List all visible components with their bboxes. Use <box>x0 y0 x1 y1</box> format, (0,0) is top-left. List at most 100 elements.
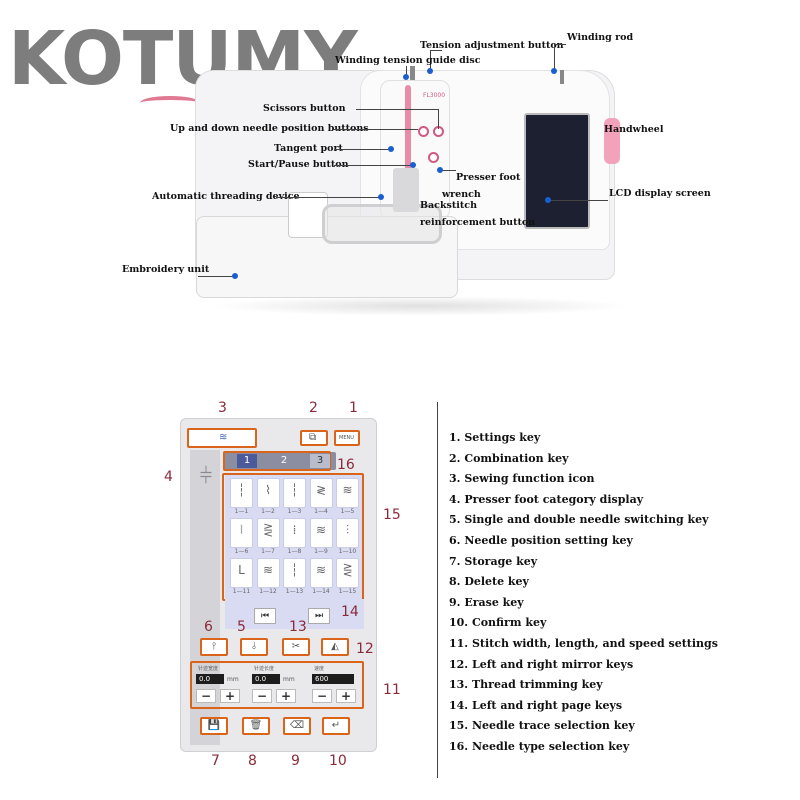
callout-4: 4 <box>164 469 173 485</box>
sewing-function-icon[interactable]: ≋ <box>187 428 257 448</box>
legend-item: 4. Presser foot category display <box>449 492 644 506</box>
label-wrench: wrench <box>442 189 481 200</box>
stitch-cell[interactable]: ≋1—12 <box>256 558 280 595</box>
decrease-button[interactable]: − <box>196 689 216 703</box>
setting-value: 600 <box>312 674 354 684</box>
callout-16: 16 <box>337 457 355 473</box>
page-next-button[interactable]: ⏭ <box>308 608 330 624</box>
stitch-code: 1—15 <box>338 588 357 595</box>
stitch-cell[interactable]: ≋1—14 <box>309 558 333 595</box>
label-needle-position: Up and down needle position buttons <box>170 123 369 134</box>
legend-item: 7. Storage key <box>449 554 538 568</box>
leader-line <box>554 44 566 45</box>
stitch-code: 1—9 <box>314 548 328 555</box>
increase-button[interactable]: + <box>336 689 356 703</box>
stitch-code: 1—3 <box>287 508 302 515</box>
callout-9: 9 <box>291 753 300 769</box>
leader-line <box>438 109 439 129</box>
stitch-cell[interactable]: ┆1—3 <box>283 478 306 515</box>
storage-key[interactable]: 💾 <box>200 717 228 735</box>
mirror-key[interactable]: ◭ <box>321 638 349 656</box>
stitch-cell[interactable]: ≋1—9 <box>309 518 333 555</box>
increase-button[interactable]: + <box>220 689 240 703</box>
legend-item: 12. Left and right mirror keys <box>449 657 634 671</box>
mirror-icon: ◭ <box>331 641 339 652</box>
stitch-pattern-icon: ≷ <box>309 478 333 508</box>
label-start-pause: Start/Pause button <box>248 159 349 170</box>
stitch-cell[interactable]: ≷1—4 <box>309 478 333 515</box>
leader-line <box>334 149 390 150</box>
stitch-cell[interactable]: ┆1—1 <box>230 478 253 515</box>
setting-label: 针迹宽度 <box>198 666 219 672</box>
legend-item: 5. Single and double needle switching ke… <box>449 513 709 527</box>
stitch-cell[interactable]: ┆1—13 <box>283 558 306 595</box>
callout-12: 12 <box>356 641 374 657</box>
label-reinforcement: reinforcement button <box>420 217 536 228</box>
legend-item: 8. Delete key <box>449 575 529 589</box>
needle-up-down-button <box>418 126 429 137</box>
stitch-code: 1—4 <box>314 508 328 515</box>
leader-line <box>430 50 442 51</box>
machine-shadow <box>210 296 630 316</box>
legend-item: 3. Sewing function icon <box>449 472 595 486</box>
setting-value: 0.0 <box>252 674 280 684</box>
label-winding-rod: Winding rod <box>567 32 634 43</box>
stitch-mode-icon: ≋ <box>219 432 228 443</box>
stitch-code: 1—10 <box>338 548 357 555</box>
erase-key[interactable]: ⌫ <box>283 717 311 735</box>
reinforcement-button <box>428 152 439 163</box>
decrease-button[interactable]: − <box>312 689 332 703</box>
delete-key[interactable]: 🗑 <box>242 717 270 735</box>
stitch-code: 1—8 <box>287 548 302 555</box>
stitch-cell[interactable]: ⫶1—10 <box>336 518 359 555</box>
stitch-cell[interactable]: ⁞1—8 <box>283 518 306 555</box>
thread-trimming-key[interactable]: ✂ <box>282 638 310 656</box>
setting-unit: mm <box>227 676 239 683</box>
stitch-cell[interactable]: ⌇1—2 <box>256 478 280 515</box>
tab-2[interactable]: 2 <box>280 455 288 466</box>
settings-key[interactable]: MENU <box>334 430 360 446</box>
legend-item: 11. Stitch width, length, and speed sett… <box>449 637 718 650</box>
combination-key[interactable]: ⧉ <box>300 430 328 446</box>
label-embroidery-unit: Embroidery unit <box>122 264 210 275</box>
stitch-cell[interactable]: ⋛1—15 <box>336 558 359 595</box>
single-double-needle-key[interactable]: ⫰ <box>240 638 268 656</box>
stitch-cell[interactable]: ⦚1—6 <box>230 518 253 555</box>
stitch-pattern-icon: ≋ <box>256 558 280 588</box>
legend-item: 6. Needle position setting key <box>449 534 633 547</box>
legend-item: 13. Thread trimming key <box>449 678 603 692</box>
callout-10: 10 <box>329 753 347 769</box>
stitch-cell[interactable]: ≋1—5 <box>336 478 359 515</box>
presser-foot-icon: ⫩ <box>199 464 213 489</box>
needle-position-key[interactable]: ⫯ <box>200 638 228 656</box>
tab-3[interactable]: 3 <box>310 454 330 468</box>
pointer-dot <box>427 68 433 74</box>
callout-11: 11 <box>383 682 401 698</box>
page-prev-button[interactable]: ⏮ <box>254 608 276 624</box>
legend-item: 9. Erase key <box>449 595 524 609</box>
stitch-pattern-icon: ≋ <box>309 558 333 588</box>
tab-1[interactable]: 1 <box>237 454 257 468</box>
label-winding-tension: Winding tension guide disc <box>335 55 481 66</box>
confirm-key[interactable]: ↵ <box>322 717 350 735</box>
handwheel <box>604 118 620 164</box>
needle-position-icon: ⫯ <box>211 641 217 652</box>
stitch-cell[interactable]: ⋛1—7 <box>256 518 280 555</box>
stitch-pattern-icon: ⋛ <box>256 518 280 548</box>
stitch-pattern-icon: ⋛ <box>336 558 359 588</box>
leader-line <box>198 276 234 277</box>
stitch-pattern-icon: ⦚ <box>230 518 253 548</box>
setting-label: 针迹长度 <box>254 666 275 672</box>
decrease-button[interactable]: − <box>252 689 272 703</box>
callout-3: 3 <box>218 400 227 416</box>
menu-icon: MENU <box>339 435 354 441</box>
legend-item: 2. Combination key <box>449 451 569 465</box>
label-auto-threading: Automatic threading device <box>152 191 300 202</box>
stitch-code: 1—6 <box>234 548 249 555</box>
pointer-dot <box>551 68 557 74</box>
trash-icon: 🗑 <box>249 720 263 731</box>
increase-button[interactable]: + <box>276 689 296 703</box>
leader-line <box>334 165 412 166</box>
leader-line <box>430 50 431 70</box>
